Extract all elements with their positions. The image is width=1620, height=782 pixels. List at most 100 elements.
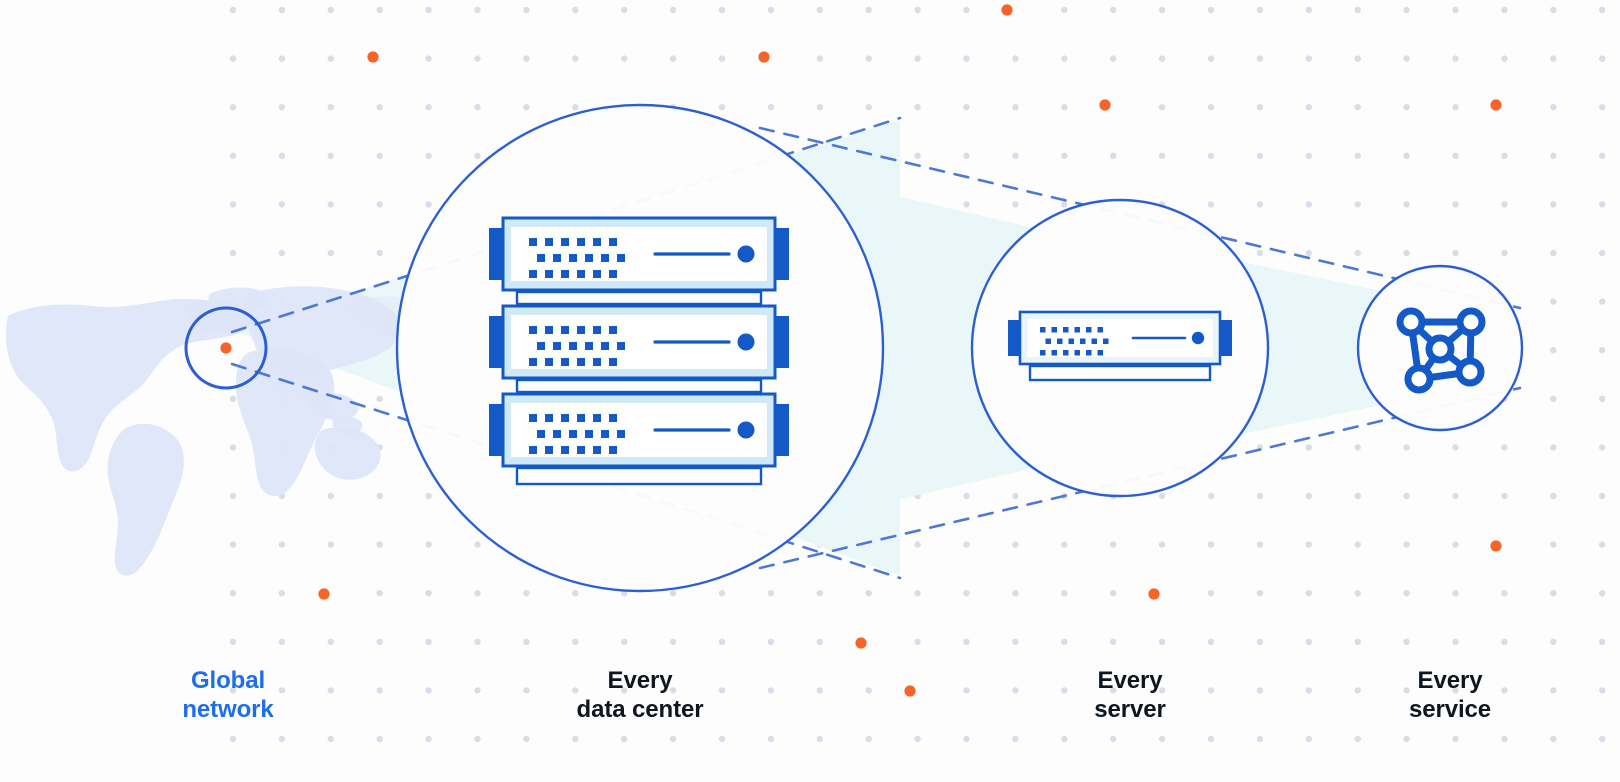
vent-dot [1086,350,1092,356]
grid-dot [1207,492,1215,500]
vent-dot [593,446,601,454]
grid-dot [1158,638,1166,645]
grid-dot [1207,152,1215,159]
server-tab-right [1218,320,1232,356]
grid-dot [229,55,237,62]
map-continent [5,298,253,472]
grid-dot [1403,104,1410,111]
grid-dot [1501,201,1508,208]
grid-dot [1207,590,1215,597]
vent-dot [577,358,585,366]
grid-dot [1256,590,1264,597]
grid-dot [1403,152,1410,159]
vent-dot [609,270,617,278]
grid-dot [278,201,286,208]
guide-line-upper-2 [758,126,1522,310]
grid-dot [1403,541,1410,548]
vent-dot [609,414,617,422]
grid-dot [718,6,726,14]
grid-dot [572,735,579,743]
node-top-right [1456,307,1486,337]
grid-dot [523,590,530,597]
grid-dot [1550,298,1557,305]
grid-dot [425,735,432,743]
grid-dot [1452,590,1459,597]
grid-dot [327,152,334,159]
grid-dot [327,492,334,500]
vent-dot [1051,350,1057,356]
grid-dot [1501,55,1508,62]
grid-dot [327,6,334,14]
grid-dot [1452,492,1459,500]
grid-dot [425,638,432,645]
vent-dot [1103,338,1109,344]
grid-dot [1501,492,1508,500]
grid-dot [963,687,970,694]
grid-dot [1501,687,1508,694]
grid-dot [572,590,579,597]
grid-dot [1550,735,1557,743]
grid-dot [1501,249,1508,257]
grid-dot [1599,687,1606,694]
vent-dot [529,446,537,454]
grid-dot [1305,687,1313,694]
grid-dot [1599,249,1606,257]
grid-dot [1550,444,1557,451]
grid-dot [474,55,481,62]
orange-accent-dot [220,342,232,354]
grid-dot [1403,687,1410,694]
vent-dot [1091,338,1097,344]
vent-dot [585,430,593,438]
map-continent [236,348,335,497]
grid-dot [1158,492,1166,500]
grid-dot [1207,687,1215,694]
grid-dot [865,104,872,111]
node-center [1425,334,1455,364]
grid-dot [1403,249,1410,257]
orange-accent-dot [904,685,916,697]
grid-dot [1403,55,1410,62]
grid-dot [1110,590,1117,597]
grid-dot [963,6,970,14]
status-led-dot [1191,331,1205,345]
vent-dot [529,238,537,246]
grid-dot [474,541,481,548]
vent-dot [601,254,609,262]
grid-dot [278,541,286,548]
orange-accent-dot [1490,99,1502,111]
vent-dot [609,238,617,246]
grid-dot [376,395,383,402]
vent-dot [545,270,553,278]
grid-dot [816,687,823,694]
grid-dot [1110,638,1117,645]
vent-dot [577,238,585,246]
grid-dot [572,55,579,62]
grid-dot [1599,444,1606,451]
rack-connector-bar [515,290,763,306]
grid-dot [816,55,823,62]
grid-dot [1550,638,1557,645]
map-continent-faded [257,357,334,394]
vent-dot [537,342,545,350]
grid-dot [1012,687,1019,694]
grid-dot [1550,590,1557,597]
vent-dot [1068,338,1074,344]
vent-dot [1074,350,1080,356]
map-continent [314,427,381,480]
grid-dot [474,590,481,597]
grid-dot [1501,590,1508,597]
grid-dot [229,249,237,257]
grid-dot [1305,152,1313,159]
grid-dot [767,590,775,597]
orange-accent-dot [1148,588,1160,600]
vent-dot [609,326,617,334]
grid-dot [963,55,970,62]
map-continent [308,393,359,421]
grid-dot [1207,638,1215,645]
grid-dot [376,152,383,159]
grid-dot [1403,590,1410,597]
grid-dot [1158,687,1166,694]
grid-dot [1207,201,1215,208]
grid-dot [1256,492,1264,500]
orange-accent-dot [1099,99,1111,111]
